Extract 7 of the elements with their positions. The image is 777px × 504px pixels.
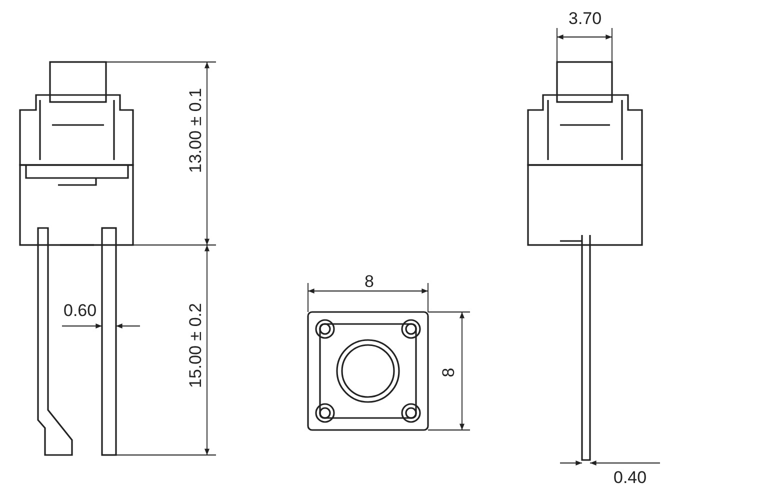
dimension-label: 3.70 (568, 10, 602, 26)
dimension-label: 0.40 (614, 468, 647, 486)
dimension-label: 15.00 ± 0.2 (186, 302, 204, 388)
dimension-label: 0.60 (64, 302, 97, 318)
dimension-label: 8 (364, 272, 374, 290)
dimension-label: 13.00 ± 0.1 (186, 88, 204, 172)
dimension-label: 8 (440, 367, 457, 377)
